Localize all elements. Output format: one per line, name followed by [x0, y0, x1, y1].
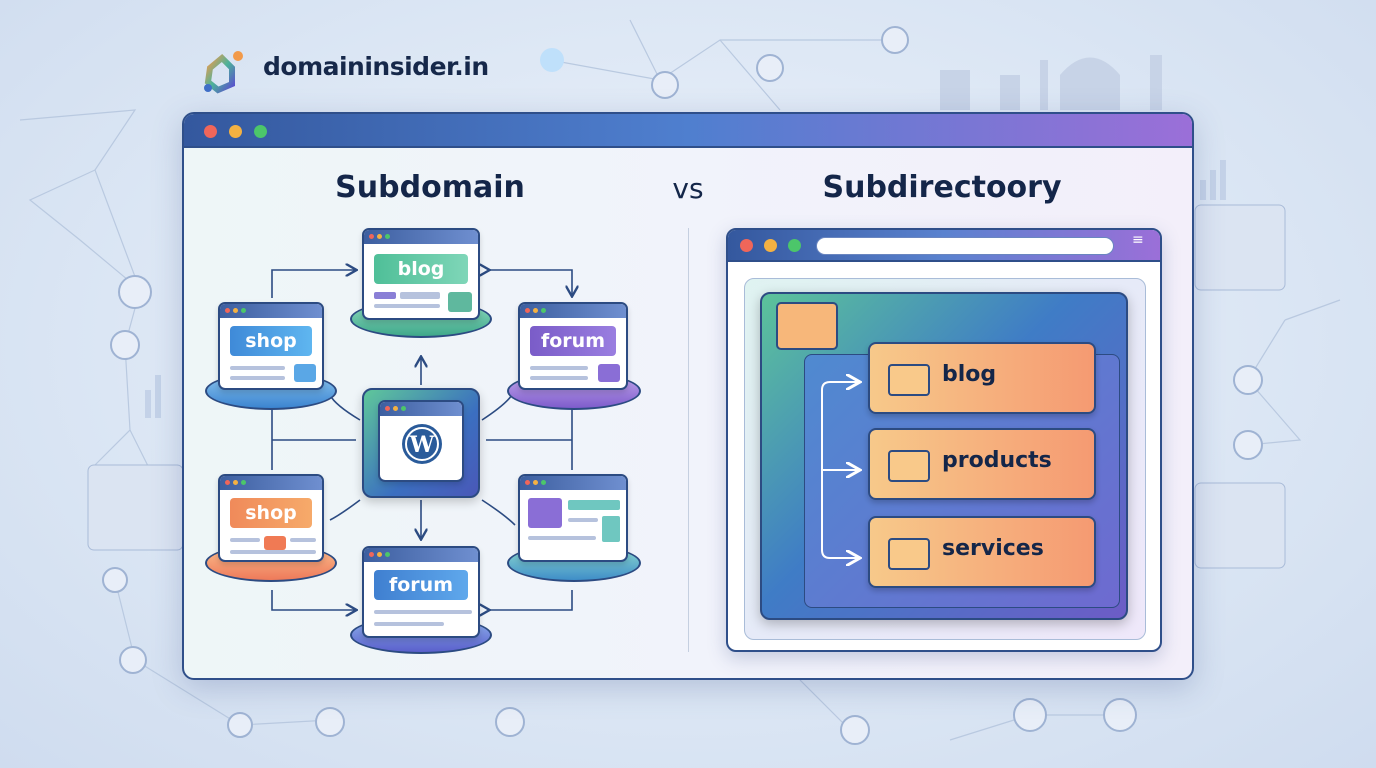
folder-icon	[888, 364, 930, 396]
folder-icon	[888, 450, 930, 482]
site-card-shop-2[interactable]: shop	[218, 474, 324, 562]
close-dot-icon	[740, 239, 753, 252]
site-card-forum[interactable]: forum	[518, 302, 628, 390]
site-card-blog[interactable]: blog	[362, 228, 480, 320]
subdirectory-title: Subdirectoory	[822, 170, 1062, 205]
folder-blog[interactable]: blog	[868, 342, 1096, 414]
menu-icon[interactable]: ≡	[1132, 232, 1144, 248]
subdomain-connectors	[271, 0, 700, 700]
folder-icon	[888, 538, 930, 570]
site-label: forum	[530, 326, 616, 356]
vs-label: vs	[672, 172, 704, 205]
site-label: shop	[230, 498, 312, 528]
brand-logo-icon	[204, 51, 243, 94]
subdomain-title: Subdomain	[335, 170, 525, 205]
address-bar[interactable]	[816, 237, 1114, 255]
site-label: shop	[230, 326, 312, 356]
site-label: blog	[374, 254, 468, 284]
minimize-dot-icon	[764, 239, 777, 252]
site-label: forum	[374, 570, 468, 600]
folder-services[interactable]: services	[868, 516, 1096, 588]
folder-label: blog	[942, 362, 997, 387]
folder-icon	[776, 302, 838, 350]
site-card-forum-2[interactable]: forum	[362, 546, 480, 638]
window-title-bar	[184, 114, 1192, 148]
brand-name: domaininsider.in	[263, 52, 489, 81]
svg-text:W: W	[409, 432, 435, 458]
minimize-dot-icon	[229, 125, 242, 138]
folder-products[interactable]: products	[868, 428, 1096, 500]
maximize-dot-icon	[788, 239, 801, 252]
site-card-generic[interactable]	[518, 474, 628, 562]
folder-label: services	[942, 536, 1044, 561]
folder-label: products	[942, 448, 1052, 473]
close-dot-icon	[204, 125, 217, 138]
wordpress-hub[interactable]: W	[362, 388, 480, 498]
site-card-shop[interactable]: shop	[218, 302, 324, 390]
folder-connectors	[821, 370, 870, 570]
divider	[688, 228, 689, 652]
wordpress-icon: W	[402, 424, 442, 464]
maximize-dot-icon	[254, 125, 267, 138]
